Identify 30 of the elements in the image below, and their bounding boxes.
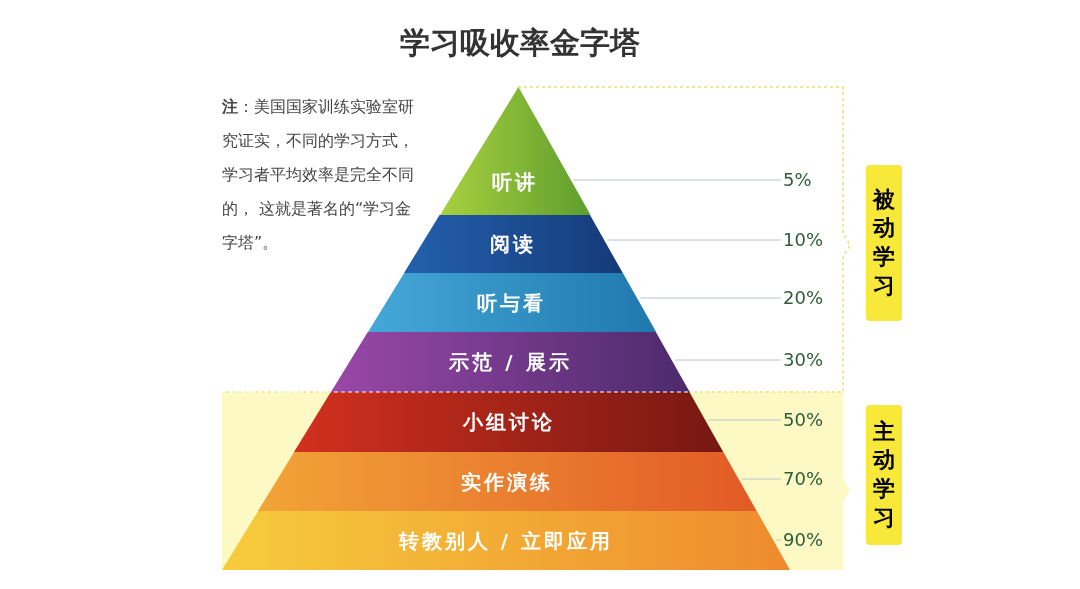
- leader-line: [639, 297, 782, 299]
- layer-label: 小组讨论: [462, 409, 555, 436]
- pyramid-layer: [404, 215, 623, 273]
- pyramid-layer: [367, 273, 656, 332]
- leader-line: [741, 478, 782, 480]
- leader-line: [572, 179, 782, 181]
- layer-label: 示范 / 展示: [449, 349, 572, 376]
- leader-line: [708, 419, 782, 421]
- pyramid-layer: [258, 452, 757, 511]
- percentage-text: 10%: [783, 229, 823, 251]
- note-text: 注：美国国家训练实验室研究证实，不同的学习方式，学习者平均效率是完全不同的， 这就是著名的“学习金字塔”。: [222, 96, 414, 254]
- leader-line: [775, 539, 782, 541]
- pyramid-layer: [439, 87, 591, 215]
- percentage-text: 50%: [783, 409, 823, 431]
- layer-label: 实作演练: [461, 468, 554, 496]
- category-tag: 被动学习: [866, 165, 902, 321]
- percentage-text: 70%: [783, 468, 823, 490]
- percentage-text: 30%: [783, 349, 823, 371]
- percentage-text: 5%: [783, 169, 812, 191]
- layer-label: 听与看: [477, 289, 547, 317]
- layer-label: 阅读: [490, 231, 537, 258]
- leader-line: [674, 359, 782, 361]
- layer-label: 转教别人 / 立即应用: [398, 527, 614, 555]
- percentage-text: 90%: [783, 529, 823, 551]
- percentage-text: 20%: [783, 287, 823, 309]
- category-tag: 主动学习: [866, 405, 902, 545]
- layer-label: 听讲: [491, 169, 538, 196]
- title: 学习吸收率金字塔: [399, 24, 641, 62]
- pyramid-layer: [331, 332, 690, 392]
- leader-line: [606, 239, 782, 241]
